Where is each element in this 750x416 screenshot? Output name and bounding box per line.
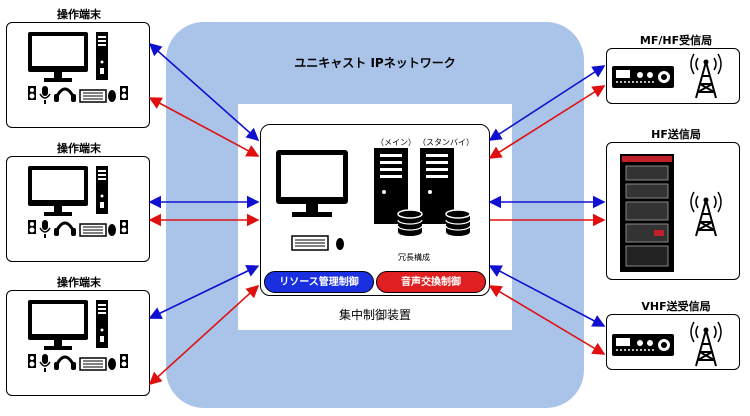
station-label-hf-tx: HF送信局 [651,128,701,141]
controller-title: 集中制御装置 [338,308,411,322]
main-db-icon [397,209,423,237]
station-label-mf-hf: MF/HF受信局 [639,34,713,47]
redundancy-label: 冗長構成 [398,253,430,262]
mf-hf-antenna-icon [690,53,722,99]
main-server-label: （メイン） [376,138,416,147]
standby-db-label: DB [452,239,466,249]
station-label-vhf: VHF送受信局 [641,300,711,313]
terminal-3-devices [26,298,130,374]
voice-switch-button[interactable]: 音声交換制御 [376,271,486,293]
terminal-label-1: 操作端末 [57,8,101,21]
main-db-label: DB [404,239,418,249]
controller-monitor-icon [276,150,348,217]
network-title: ユニキャスト IPネットワーク [294,56,456,70]
terminal-2-devices [26,164,130,240]
terminal-1-devices [26,30,130,106]
hf-tx-antenna-icon [690,191,722,237]
terminal-label-2: 操作端末 [57,142,101,155]
vhf-antenna-icon [690,321,722,367]
mf-hf-radio-icon [611,65,675,89]
resource-control-button[interactable]: リソース管理制御 [264,271,374,293]
connection-arrows [148,42,606,386]
controller-keyboard-icon [291,235,344,251]
terminal-label-3: 操作端末 [57,276,101,289]
vhf-radio-icon [611,333,675,357]
hf-tx-rack-icon [620,154,674,272]
standby-server-label: （スタンバイ） [418,138,474,147]
standby-db-icon [445,209,471,237]
